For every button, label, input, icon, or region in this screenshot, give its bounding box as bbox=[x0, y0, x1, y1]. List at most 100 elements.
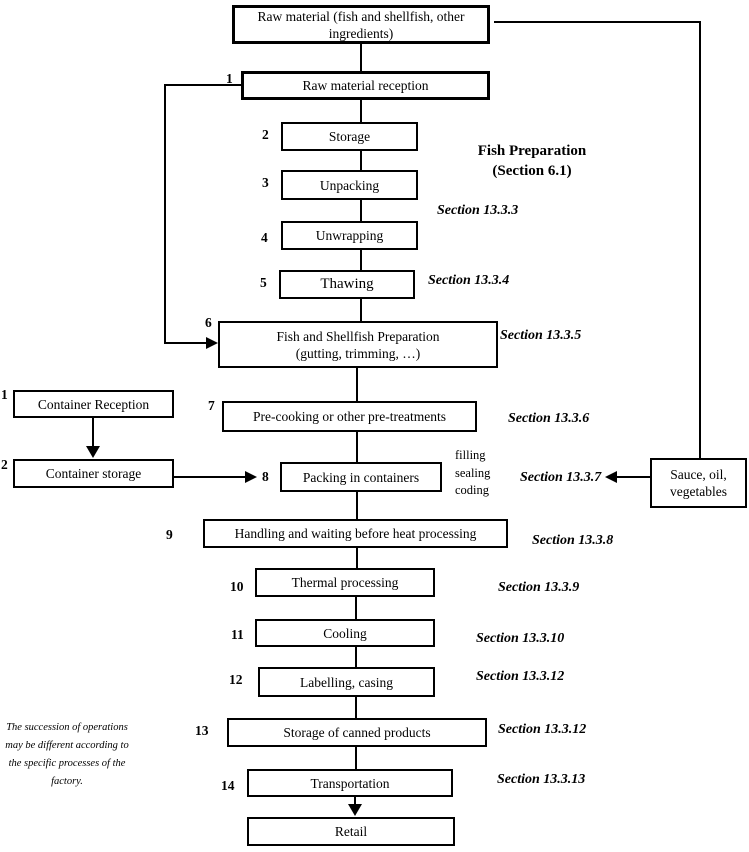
container-reception-box: Container Reception bbox=[13, 390, 174, 418]
storage-label: Storage bbox=[328, 129, 371, 144]
raw-material-reception-step-number: 1 bbox=[226, 71, 233, 86]
fish-preparation-heading: Fish Preparation (Section 6.1) bbox=[458, 141, 606, 181]
arrow-into-fish-preparation-arrowhead-icon bbox=[206, 337, 218, 349]
handling-waiting-label: Handling and waiting before heat process… bbox=[234, 526, 477, 541]
connector-line bbox=[356, 432, 358, 462]
packing-in-containers-step-number: 8 bbox=[262, 469, 269, 484]
handling-waiting-step-number: 9 bbox=[166, 527, 173, 542]
container-reception-step-number: 1 bbox=[1, 387, 8, 402]
cooling-step-number: 11 bbox=[231, 627, 244, 642]
connector-line bbox=[355, 597, 357, 619]
section-13-3-9-line: Section 13.3.9 bbox=[498, 580, 580, 595]
connector-line bbox=[165, 84, 241, 86]
thawing-label: Thawing bbox=[320, 276, 374, 292]
connector-line bbox=[360, 200, 362, 221]
labelling-casing-step-number: 12 bbox=[229, 672, 243, 687]
container-storage-box: Container storage bbox=[13, 459, 174, 488]
connector-line bbox=[355, 747, 357, 769]
section-13-3-7: Section 13.3.7 bbox=[520, 470, 601, 485]
fish-shellfish-preparation-step-number: 6 bbox=[205, 315, 212, 330]
filling-sealing-coding-note: filling sealing coding bbox=[455, 447, 490, 500]
storage-box: Storage bbox=[281, 122, 418, 151]
storage-canned-products-box: Storage of canned products bbox=[227, 718, 487, 747]
sauce-oil-vegetables-box: Sauce, oil,vegetables bbox=[650, 458, 747, 508]
arrow-into-packing-arrowhead-icon bbox=[245, 471, 257, 483]
section-13-3-7-line: Section 13.3.7 bbox=[520, 470, 602, 485]
fish-shellfish-preparation-label: (gutting, trimming, …) bbox=[295, 345, 421, 361]
footnote-line: The succession of operations bbox=[6, 722, 128, 733]
filling-sealing-coding-note-line: coding bbox=[455, 483, 490, 497]
section-13-3-3: Section 13.3.3 bbox=[437, 203, 518, 218]
connector-line bbox=[92, 418, 94, 447]
arrow-into-container-storage-arrowhead-icon bbox=[86, 446, 100, 458]
connector-line bbox=[174, 476, 245, 478]
connector-line bbox=[360, 100, 362, 122]
cooling-label: Cooling bbox=[323, 625, 367, 641]
filling-sealing-coding-note-line: sealing bbox=[455, 465, 491, 480]
storage-step-number: 2 bbox=[262, 127, 269, 142]
section-13-3-9: Section 13.3.9 bbox=[498, 580, 579, 595]
transportation-step-number: 14 bbox=[221, 778, 235, 793]
connector-line bbox=[354, 797, 356, 805]
pre-cooking-label: Pre-cooking or other pre-treatments bbox=[252, 409, 447, 424]
unwrapping-label: Unwrapping bbox=[315, 228, 384, 243]
labelling-casing-box: Labelling, casing bbox=[258, 667, 435, 697]
section-13-3-13-line: Section 13.3.13 bbox=[497, 772, 586, 787]
section-13-3-3-line: Section 13.3.3 bbox=[437, 203, 519, 218]
connector-line bbox=[360, 44, 362, 72]
connector-line bbox=[699, 21, 701, 458]
connector-line bbox=[360, 151, 362, 170]
section-13-3-12-a: Section 13.3.12 bbox=[476, 669, 564, 684]
handling-waiting-box: Handling and waiting before heat process… bbox=[203, 519, 508, 548]
section-13-3-13: Section 13.3.13 bbox=[497, 772, 585, 787]
thermal-processing-step-number: 10 bbox=[230, 579, 244, 594]
arrow-into-retail-arrowhead-icon bbox=[348, 804, 362, 816]
fish-shellfish-preparation-label: Fish and Shellfish Preparation bbox=[276, 328, 440, 344]
connector-line bbox=[356, 548, 358, 568]
thermal-processing-box: Thermal processing bbox=[255, 568, 435, 597]
unpacking-step-number: 3 bbox=[262, 175, 269, 190]
filling-sealing-coding-note-line: filling bbox=[455, 448, 486, 462]
raw-material-label: Raw material (fish and shellfish, other bbox=[257, 8, 465, 24]
fish-preparation-heading-line: (Section 6.1) bbox=[492, 163, 572, 179]
section-13-3-4-line: Section 13.3.4 bbox=[428, 273, 510, 288]
sauce-oil-vegetables-label: Sauce, oil, bbox=[670, 467, 727, 482]
storage-canned-products-label: Storage of canned products bbox=[283, 725, 431, 740]
section-13-3-4: Section 13.3.4 bbox=[428, 273, 509, 288]
fish-shellfish-preparation-box: Fish and Shellfish Preparation(gutting, … bbox=[218, 321, 498, 368]
footnote-line: the specific processes of the bbox=[8, 758, 126, 769]
footnote-line: may be different according to bbox=[5, 740, 129, 751]
packing-in-containers-box: Packing in containers bbox=[280, 462, 442, 492]
section-13-3-8: Section 13.3.8 bbox=[532, 533, 613, 548]
raw-material-reception-label: Raw material reception bbox=[302, 78, 429, 93]
connector-line bbox=[360, 250, 362, 270]
retail-box: Retail bbox=[247, 817, 455, 846]
footnote-line: factory. bbox=[51, 776, 83, 787]
fish-preparation-heading-line: Fish Preparation bbox=[477, 143, 587, 159]
footnote: The succession of operations may be diffe… bbox=[2, 719, 132, 791]
thawing-step-number: 5 bbox=[260, 275, 267, 290]
section-13-3-8-line: Section 13.3.8 bbox=[532, 533, 614, 548]
section-13-3-12-b-line: Section 13.3.12 bbox=[498, 722, 587, 737]
connector-line bbox=[164, 84, 166, 344]
section-13-3-5-line: Section 13.3.5 bbox=[500, 328, 582, 343]
connector-line bbox=[356, 492, 358, 519]
connector-line bbox=[356, 368, 358, 401]
section-13-3-6-line: Section 13.3.6 bbox=[508, 411, 590, 426]
storage-canned-products-step-number: 13 bbox=[195, 723, 209, 738]
retail-label: Retail bbox=[334, 824, 368, 839]
connector-line bbox=[360, 299, 362, 321]
container-storage-label: Container storage bbox=[45, 466, 142, 481]
section-13-3-10: Section 13.3.10 bbox=[476, 631, 564, 646]
section-13-3-5: Section 13.3.5 bbox=[500, 328, 581, 343]
arrow-from-sauce-arrowhead-icon bbox=[605, 471, 617, 483]
section-13-3-12-b: Section 13.3.12 bbox=[498, 722, 586, 737]
connector-line bbox=[355, 697, 357, 718]
thermal-processing-label: Thermal processing bbox=[291, 575, 399, 590]
labelling-casing-label: Labelling, casing bbox=[300, 674, 393, 690]
transportation-label: Transportation bbox=[310, 775, 390, 791]
connector-line bbox=[617, 476, 650, 478]
pre-cooking-step-number: 7 bbox=[208, 398, 215, 413]
